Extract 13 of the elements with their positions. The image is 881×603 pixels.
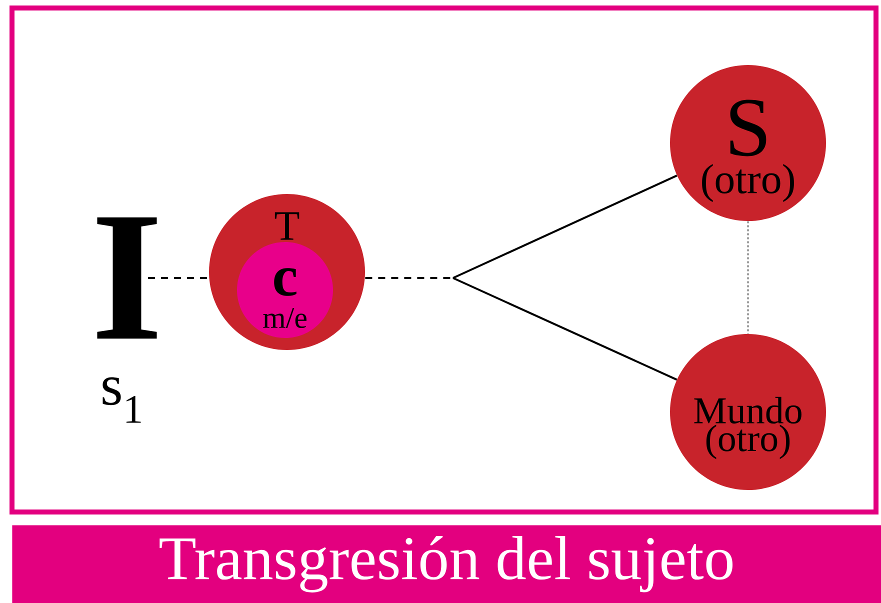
connector-line <box>365 277 453 279</box>
connector-line <box>452 174 678 279</box>
node-text: I <box>97 217 157 339</box>
node-text: Mundo (otro) <box>694 396 802 460</box>
connector-line <box>148 277 209 279</box>
subscript-label: s$_{1}$ <box>102 377 141 423</box>
node-text: T <box>274 212 300 240</box>
node-text: m/e <box>263 308 306 328</box>
node-text: S <box>730 100 766 156</box>
node-text: (otro) <box>702 164 794 202</box>
node-text: c <box>274 268 296 296</box>
title-band: Transgresión del sujeto <box>12 525 881 603</box>
connector-line <box>452 277 678 381</box>
